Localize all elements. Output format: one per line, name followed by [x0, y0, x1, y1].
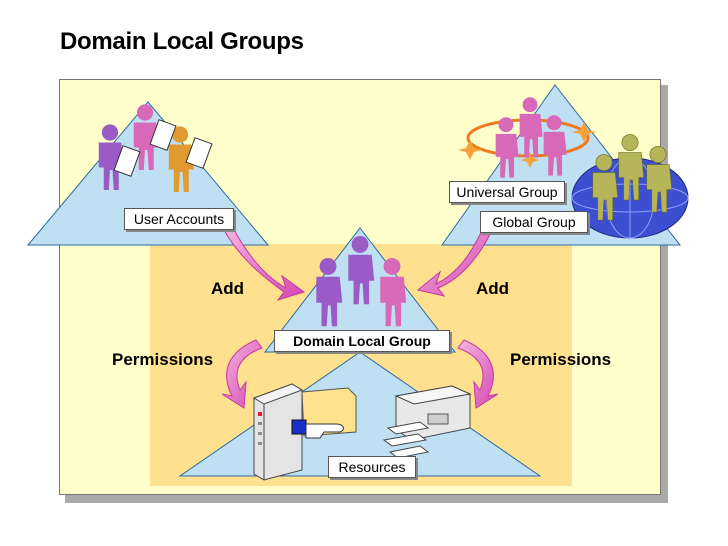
printer-icon — [382, 385, 472, 459]
permissions-arrow-left-icon — [221, 339, 263, 409]
document-icon — [113, 119, 213, 177]
add-arrow-right-icon — [416, 225, 493, 297]
permissions-left-label: Permissions — [112, 350, 214, 369]
universal-group-label: Universal Group — [449, 181, 565, 203]
star-icon — [458, 122, 596, 168]
user-accounts-label: User Accounts — [124, 208, 234, 230]
add-left-label: Add — [211, 279, 245, 298]
permissions-arrow-right-icon — [457, 339, 499, 409]
global-group-label: Global Group — [480, 211, 588, 233]
resources-label: Resources — [328, 456, 416, 478]
server-icon — [252, 383, 304, 481]
add-arrow-left-icon — [223, 225, 306, 301]
user-accounts-people — [98, 104, 213, 192]
domain-local-group-label: Domain Local Group — [274, 330, 450, 352]
add-right-label: Add — [476, 279, 510, 298]
permissions-right-label: Permissions — [510, 350, 612, 369]
page-title: Domain Local Groups — [60, 28, 304, 55]
hand-icon — [291, 419, 344, 439]
